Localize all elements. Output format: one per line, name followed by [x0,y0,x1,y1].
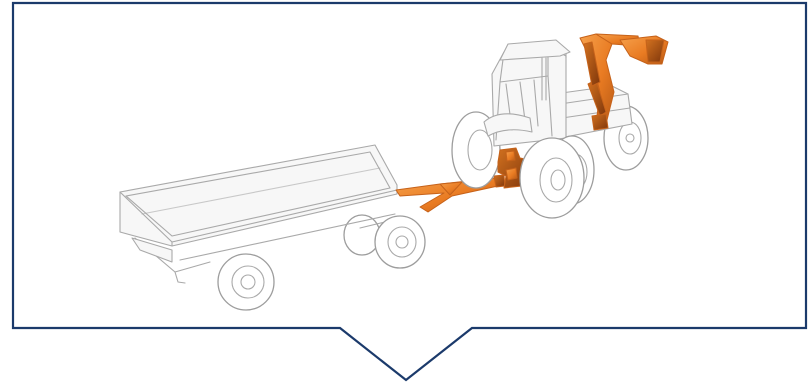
tractor [452,40,648,218]
tractor-rear-wheel-right [520,138,584,218]
trailer [120,145,425,310]
trailer-rear-wheel [218,254,274,310]
trailer-front-wheel [375,216,425,268]
